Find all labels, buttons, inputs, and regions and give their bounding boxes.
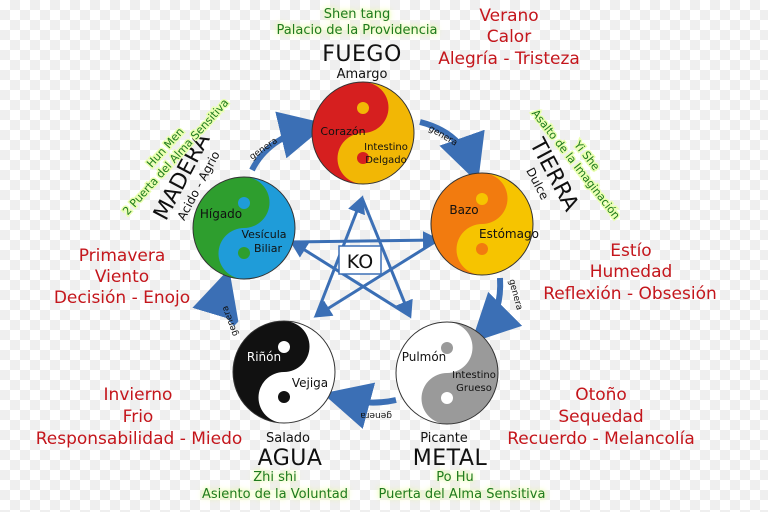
metal-taste: Picante (420, 431, 468, 446)
wood-attr-climate: Viento (94, 267, 150, 287)
earth-organ-1: Bazo (449, 203, 478, 217)
earth-yin-yang (430, 172, 534, 276)
water-name: AGUA (257, 446, 323, 471)
generates-label-earth-metal: genera (506, 278, 524, 311)
generates-label-metal-water: genera (360, 410, 392, 420)
metal-attr-climate: Sequedad (558, 407, 644, 427)
water-organ-2: Vejiga (292, 376, 328, 390)
generates-label-water-wood: genera (221, 304, 241, 337)
water-attr-season: Invierno (103, 385, 173, 405)
ko-label: KO (347, 251, 373, 273)
arrow-metal-to-water (322, 382, 397, 429)
fire-attr-season: Verano (479, 6, 539, 26)
fire-spirit-name: Shen tang (323, 7, 391, 22)
water-organ-1: Riñón (247, 350, 281, 364)
fire-taste: Amargo (336, 67, 388, 82)
arrow-fire-to-earth (419, 119, 485, 183)
metal-attr-emotion: Recuerdo - Melancolía (507, 429, 695, 449)
fire-organ-1: Corazón (320, 125, 365, 138)
metal-yin-yang (395, 321, 499, 425)
metal-name: METAL (412, 446, 488, 471)
earth-organ-2: Estómago (479, 227, 539, 241)
wood-attr-season: Primavera (78, 246, 166, 266)
metal-organ-2: Intestino (452, 370, 496, 381)
fire-name: FUEGO (322, 42, 402, 67)
metal-spirit-desc: Puerta del Alma Sensitiva (378, 487, 546, 502)
water-yin-yang (232, 320, 336, 424)
wood-attr-emotion: Decisión - Enojo (53, 288, 191, 308)
earth-attr-season: Estío (610, 241, 652, 261)
fire-organ-3: Delgado (365, 155, 407, 166)
fire-spirit-desc: Palacio de la Providencia (276, 23, 438, 38)
water-attr-emotion: Responsabilidad - Miedo (35, 429, 243, 449)
earth-attr-climate: Humedad (589, 262, 673, 282)
arrow-wood-to-fire (249, 111, 328, 172)
water-spirit-name: Zhi shi (253, 470, 297, 485)
arrow-earth-to-metal (471, 277, 523, 343)
fire-attr-emotion: Alegría - Tristeza (438, 49, 580, 69)
fire-yin-yang (311, 81, 415, 185)
water-taste: Salado (265, 431, 311, 446)
wood-organ-3: Biliar (254, 242, 282, 255)
fire-organ-2: Intestino (364, 142, 408, 153)
water-attr-climate: Frio (122, 407, 154, 427)
wood-organ-1: Hígado (200, 207, 242, 221)
earth-attr-emotion: Reflexión - Obsesión (543, 284, 717, 304)
metal-organ-1: Pulmón (402, 350, 447, 364)
generates-label-wood-fire: genera (248, 136, 280, 162)
water-spirit-desc: Asiento de la Voluntad (201, 487, 349, 502)
metal-organ-3: Grueso (456, 383, 492, 394)
metal-spirit-name: Po Hu (436, 470, 474, 485)
arrow-water-to-wood (192, 268, 239, 327)
wood-yin-yang (192, 176, 296, 280)
fire-attr-climate: Calor (486, 27, 532, 47)
ko-star (289, 195, 441, 319)
ko-label-box (338, 245, 382, 275)
wood-organ-2: Vesícula (241, 228, 286, 241)
metal-attr-season: Otoño (575, 385, 627, 405)
